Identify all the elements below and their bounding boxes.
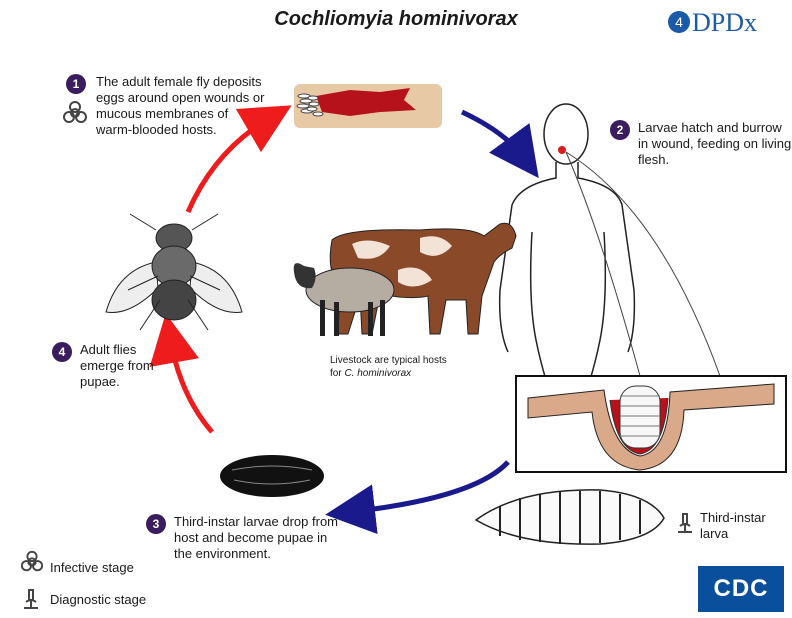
step-3-badge: 3 (146, 514, 166, 534)
step-4-line: emerge from (80, 358, 154, 374)
arrow-wound-to-pupa (350, 462, 508, 512)
livestock-caption-line: Livestock are typical hosts (330, 354, 447, 367)
step-4-text: Adult flies emerge from pupae. (80, 342, 154, 390)
legend-diagnostic: Diagnostic stage (50, 592, 146, 608)
microscope-icon (676, 512, 694, 534)
arrow-pupa-to-fly (170, 338, 212, 432)
step-1-line: warm-blooded hosts. (96, 122, 264, 138)
wound-site-marker (558, 146, 566, 154)
legend-microscope-icon (22, 588, 40, 610)
human-host-outline (500, 104, 635, 380)
step-4-badge: 4 (52, 342, 72, 362)
step-2-badge: 2 (610, 120, 630, 140)
larva-label: Third-instar larva (700, 510, 766, 542)
larva-label-line: Third-instar (700, 510, 766, 526)
step-4-line: Adult flies (80, 342, 154, 358)
step-2-line: in wound, feeding on living (638, 136, 791, 152)
step-2-text: Larvae hatch and burrow in wound, feedin… (638, 120, 791, 168)
adult-fly-image (106, 214, 242, 330)
cdc-logo: CDC (698, 566, 784, 612)
arrow-eggs-to-host (462, 112, 524, 158)
step-1-line: mucous membranes of (96, 106, 264, 122)
step-3-line: the environment. (174, 546, 338, 562)
livestock-caption-line: for C. hominivorax (330, 367, 447, 380)
step-1-text: The adult female fly deposits eggs aroun… (96, 74, 264, 138)
biohazard-icon (62, 100, 88, 126)
step-2-line: flesh. (638, 152, 791, 168)
magnification-lines (566, 152, 720, 376)
step-3-line: Third-instar larvae drop from (174, 514, 338, 530)
step-3-line: host and become pupae in (174, 530, 338, 546)
step-2-line: Larvae hatch and burrow (638, 120, 791, 136)
wound-cross-section-inset (516, 376, 786, 472)
step-1-line: eggs around open wounds or (96, 90, 264, 106)
pupa-image (220, 455, 324, 497)
step-4-line: pupae. (80, 374, 154, 390)
legend-biohazard-icon (20, 550, 44, 574)
larva-label-line: larva (700, 526, 766, 542)
caption-prefix: for (330, 368, 344, 379)
step-1-line: The adult female fly deposits (96, 74, 264, 90)
legend-infective: Infective stage (50, 560, 134, 576)
livestock-caption: Livestock are typical hosts for C. homin… (330, 354, 447, 380)
step-3-text: Third-instar larvae drop from host and b… (174, 514, 338, 562)
eggs-on-wound-image (294, 84, 442, 128)
step-1-badge: 1 (66, 74, 86, 94)
third-instar-larva-image (476, 490, 664, 544)
caption-species: C. hominivorax (344, 368, 411, 379)
